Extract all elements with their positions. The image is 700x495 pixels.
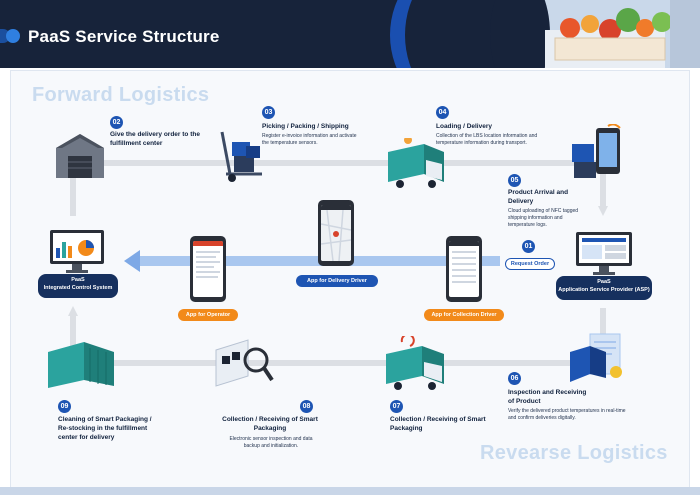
screen-row <box>196 261 220 263</box>
step-09-title: Cleaning of Smart Packaging / Re-stockin… <box>58 416 152 441</box>
node-left-sub: Integrated Control System <box>43 284 113 291</box>
step-07-badge: 07 <box>390 400 403 413</box>
delivery-driver-phone-screen <box>321 205 351 261</box>
groceries-photo <box>440 0 700 68</box>
step-03-desc: Register e-invoice information and activ… <box>262 133 357 146</box>
step-08-badge: 08 <box>300 400 313 413</box>
arrow-up-left <box>68 306 78 316</box>
screen-row <box>452 257 476 259</box>
phone-package-icon <box>572 124 621 178</box>
header-marker-left <box>0 29 10 43</box>
screen-row <box>196 251 220 253</box>
inspection-document-icon <box>570 333 622 382</box>
app-delivery-driver-label: App for Delivery Driver <box>296 275 378 287</box>
step-03-badge: 03 <box>262 106 275 119</box>
step-05-desc: Cloud uploading of NFC tagged shipping i… <box>508 208 579 228</box>
page-title: PaaS Service Structure <box>28 27 220 46</box>
collection-phone-header <box>449 241 479 246</box>
screen-row <box>452 269 476 271</box>
shipping-container-icon <box>48 342 114 388</box>
application-service-provider-box: PaaS Application Service Provider (ASP) <box>556 276 652 300</box>
screen-row <box>196 266 214 268</box>
step-05-badge: 05 <box>508 174 521 187</box>
node-right-sub: Application Service Provider (ASP) <box>558 286 650 293</box>
monitor-asp-icon <box>576 232 632 275</box>
screen-row <box>452 263 476 265</box>
step-09-badge: 09 <box>58 400 71 413</box>
screen-row <box>196 276 218 278</box>
delivery-phone-header <box>321 205 351 210</box>
step-06-title: Inspection and Receiving of Product <box>508 389 587 405</box>
delivery-truck-icon <box>388 138 444 188</box>
monitor-dashboard-icon <box>50 230 104 273</box>
header-marker <box>6 29 20 43</box>
forward-logistics-label: Forward Logistics <box>32 84 210 106</box>
step-06-badge: 06 <box>508 372 521 385</box>
step-01-title: Request Order <box>505 258 555 270</box>
operator-phone-header <box>193 241 223 246</box>
screen-row <box>452 251 476 253</box>
operator-phone <box>190 236 226 302</box>
step-06-desc: Verify the delivered product temperature… <box>508 408 626 421</box>
app-operator-label: App for Operator <box>178 309 238 321</box>
node-right-name: PaaS <box>597 279 611 285</box>
screen-row <box>452 275 476 277</box>
inspection-magnifier-icon <box>215 339 274 387</box>
arrow-down-right <box>598 206 608 216</box>
header-bar: PaaS Service Structure <box>0 0 700 68</box>
data-arrow-head <box>124 250 140 272</box>
map-view <box>321 210 351 261</box>
left-top-connector <box>70 166 76 216</box>
app-collection-driver-label: App for Collection Driver <box>424 309 504 321</box>
integrated-control-system-box: PaaS Integrated Control System <box>38 274 118 298</box>
warehouse-icon <box>56 134 104 178</box>
collection-driver-phone-screen <box>449 241 479 297</box>
node-left-name: PaaS <box>71 277 85 283</box>
delivery-driver-phone <box>318 200 354 266</box>
step-04-desc: Collection of the LBS location informati… <box>436 133 538 146</box>
top-flow-line <box>70 160 610 166</box>
step-04-title: Loading / Delivery <box>436 123 492 130</box>
step-03-title: Picking / Packing / Shipping <box>262 123 349 130</box>
step-04-badge: 04 <box>436 106 449 119</box>
collection-driver-phone <box>446 236 482 302</box>
step-02-title: Give the delivery order to the fulfillme… <box>110 131 200 147</box>
reverse-logistics-label: Revearse Logistics <box>480 442 668 464</box>
collection-truck-icon <box>386 336 444 390</box>
step-05-title: Product Arrival and Delivery <box>508 189 569 205</box>
bottom-flow-line <box>70 360 610 366</box>
step-01-badge: 01 <box>522 240 535 253</box>
operator-phone-screen <box>193 241 223 297</box>
step-02-badge: 02 <box>110 116 123 129</box>
bottom-strip <box>0 487 700 495</box>
right-top-connector <box>600 166 606 206</box>
step-07-title: Collection / Receiving of Smart Packagin… <box>390 416 486 432</box>
hand-truck-icon <box>220 131 262 182</box>
left-bottom-connector <box>70 315 76 360</box>
step-08-desc: Electronic sensor inspection and data ba… <box>229 436 313 449</box>
screen-row <box>196 271 220 273</box>
screen-row <box>196 256 216 258</box>
step-08-title: Collection / Receiving of Smart Packagin… <box>222 416 318 432</box>
screen-row <box>452 281 476 283</box>
